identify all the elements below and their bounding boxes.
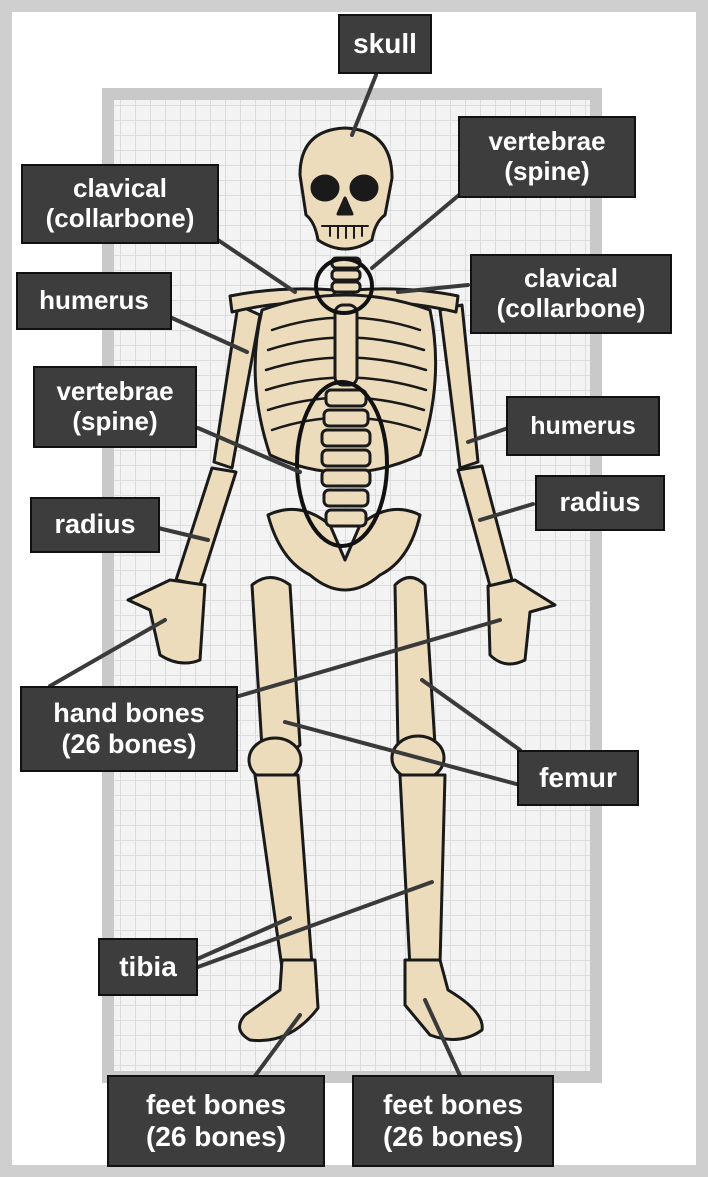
label-hand-bones-line2: (26 bones) xyxy=(61,729,196,760)
label-feet-bones-left-line2: (26 bones) xyxy=(146,1121,286,1153)
label-clavical-left-line1: clavical xyxy=(73,174,167,204)
label-feet-bones-left: feet bones (26 bones) xyxy=(107,1075,325,1167)
label-humerus-left: humerus xyxy=(16,272,172,330)
label-vertebrae-mid-line1: vertebrae xyxy=(56,377,173,407)
label-radius-left-text: radius xyxy=(54,509,135,540)
label-feet-bones-left-line1: feet bones xyxy=(146,1089,286,1121)
spine-vertebrae xyxy=(322,390,370,526)
label-vertebrae-top: vertebrae (spine) xyxy=(458,116,636,198)
label-radius-right: radius xyxy=(535,475,665,531)
label-clavical-left: clavical (collarbone) xyxy=(21,164,219,244)
label-tibia: tibia xyxy=(98,938,198,996)
label-tibia-text: tibia xyxy=(119,951,177,983)
label-humerus-right: humerus xyxy=(506,396,660,456)
label-clavical-right-line1: clavical xyxy=(524,264,618,294)
label-humerus-left-text: humerus xyxy=(39,286,149,316)
label-vertebrae-top-line2: (spine) xyxy=(504,157,589,187)
label-hand-bones-line1: hand bones xyxy=(53,698,205,729)
label-skull: skull xyxy=(338,14,432,74)
label-vertebrae-top-line1: vertebrae xyxy=(488,127,605,157)
label-hand-bones: hand bones (26 bones) xyxy=(20,686,238,772)
label-clavical-right: clavical (collarbone) xyxy=(470,254,672,334)
left-eye-socket xyxy=(312,176,338,200)
label-humerus-right-text: humerus xyxy=(530,412,636,441)
label-feet-bones-right: feet bones (26 bones) xyxy=(352,1075,554,1167)
label-femur-text: femur xyxy=(539,762,617,794)
label-femur: femur xyxy=(517,750,639,806)
sternum xyxy=(335,305,357,385)
label-clavical-right-line2: (collarbone) xyxy=(497,294,646,324)
label-feet-bones-right-line2: (26 bones) xyxy=(383,1121,523,1153)
label-vertebrae-mid-line2: (spine) xyxy=(72,407,157,437)
label-radius-left: radius xyxy=(30,497,160,553)
label-clavical-left-line2: (collarbone) xyxy=(46,204,195,234)
label-skull-text: skull xyxy=(353,28,417,60)
right-eye-socket xyxy=(351,176,377,200)
label-vertebrae-mid: vertebrae (spine) xyxy=(33,366,197,448)
label-feet-bones-right-line1: feet bones xyxy=(383,1089,523,1121)
label-radius-right-text: radius xyxy=(559,487,640,518)
